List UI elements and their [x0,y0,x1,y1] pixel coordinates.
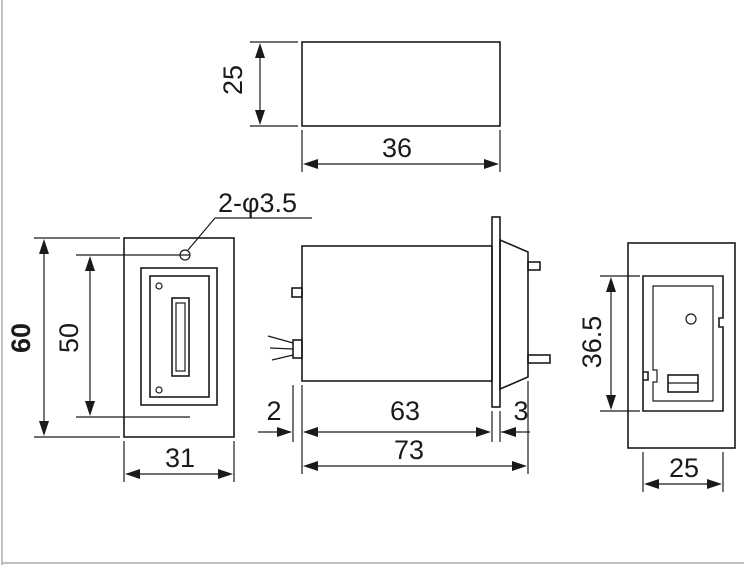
side-view-rear-stud-top [527,261,541,271]
side-total-length-label: 73 [394,435,424,465]
front-width-arrow-left [125,469,140,479]
side-offset-3-label: 3 [513,396,528,426]
side-view-rear-shaft [527,354,551,364]
front-height-label: 60 [6,323,36,353]
side-total-arrow-left [303,461,318,471]
top-view-width-arrow-right [484,159,499,169]
front-hole-arrow-down [85,401,95,416]
top-view-height-arrow-up [255,43,265,58]
side-view-wire-3 [271,354,294,361]
front-view-small-hole-top [155,282,163,290]
top-view-body [301,41,501,127]
front-height-arrow-down [39,421,49,436]
side-offset-2-label: 2 [266,396,281,426]
top-view-width-label: 36 [382,133,412,163]
rear-view-plate [627,242,736,449]
side-offset-2-arrow [277,427,292,437]
front-view-terminal-slot-inner [175,302,186,372]
rear-view: 36.5 25 [577,242,736,492]
front-height-arrow-up [39,239,49,254]
front-view-module-outer [140,267,218,406]
rear-width-arrow-left [644,479,659,489]
side-view-body [301,245,493,382]
front-hole-arrow-up [85,256,95,271]
side-view-wire-1 [267,335,294,344]
front-hole-span-label: 50 [54,323,84,353]
side-view-front-stud [291,287,303,298]
top-view-height-label: 25 [218,65,248,95]
side-offset-3-arrow [501,427,516,437]
side-view-front-connector [292,339,303,359]
front-view-terminal-slot-outer [171,297,190,377]
rear-view-cutout-inner [652,285,714,402]
rear-height-arrow-up [606,277,616,292]
front-width-label: 31 [165,443,195,473]
rear-width-arrow-right [707,479,722,489]
side-total-arrow-right [512,461,527,471]
top-view-height-arrow-down [255,110,265,125]
rear-view-cutout-outer [642,275,724,412]
rear-view-hole [685,313,697,325]
front-view-plate [123,237,235,438]
side-view-rear-housing [499,238,529,391]
side-body-length-label: 63 [390,396,420,426]
rear-width-label: 25 [669,453,699,483]
front-width-arrow-right [218,469,233,479]
front-view-module-inner [149,275,210,398]
hole-callout-leader [187,217,216,251]
side-body-arrow-right [476,427,491,437]
hole-callout-label: 2-φ3.5 [218,188,297,218]
rear-cutout-height-label: 36.5 [577,316,607,369]
top-view: 25 36 [218,41,501,172]
front-view-small-hole-bottom [155,386,163,394]
rear-height-arrow-down [606,395,616,410]
side-body-arrow-left [303,427,318,437]
side-view-flange [491,216,501,408]
top-view-width-arrow-left [303,159,318,169]
side-view-wire-2 [269,347,294,350]
side-view: 2 63 3 73 [258,216,551,474]
front-view: 2-φ3.5 60 50 31 [6,188,312,482]
